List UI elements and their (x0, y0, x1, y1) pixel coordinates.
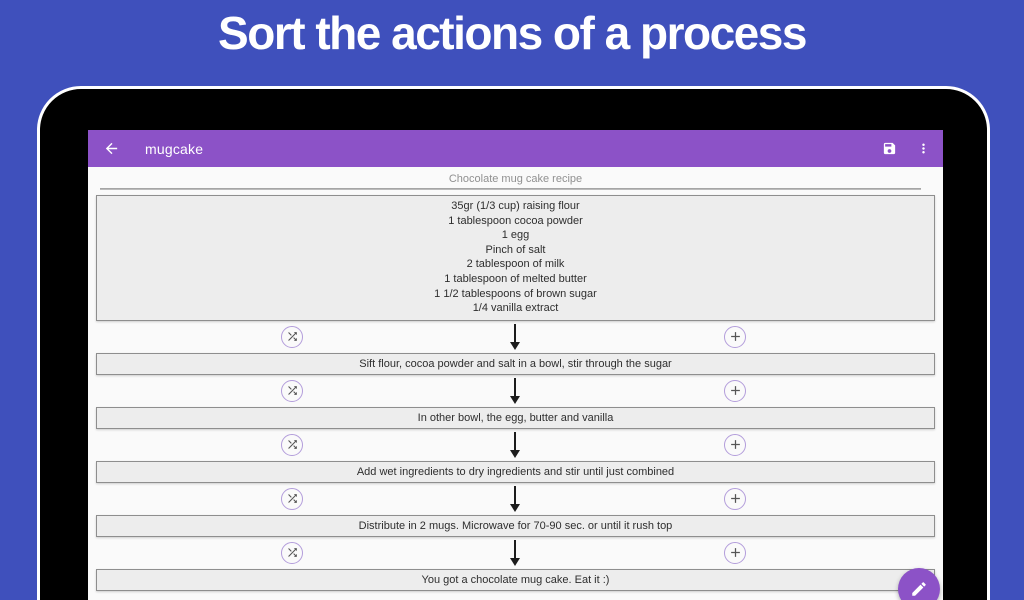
shuffle-icon (286, 438, 299, 451)
connector-row-5 (88, 537, 943, 569)
connector-row-1 (88, 321, 943, 353)
plus-icon (728, 491, 743, 506)
floppy-disk-icon (882, 141, 897, 156)
app-screen: mugcake Chocolate mug cake recipe 35gr (… (88, 130, 943, 600)
shuffle-icon (286, 384, 299, 397)
ingredients-box[interactable]: 35gr (1/3 cup) raising flour 1 tablespoo… (96, 195, 935, 321)
recipe-title: Chocolate mug cake recipe (448, 173, 583, 185)
plus-icon (728, 437, 743, 452)
connector-row-4 (88, 483, 943, 515)
step-box-2[interactable]: In other bowl, the egg, butter and vanil… (96, 406, 935, 429)
down-arrow-icon (508, 432, 522, 464)
back-button[interactable] (99, 137, 123, 161)
add-step-button-2[interactable] (724, 379, 746, 402)
app-bar-title: mugcake (145, 140, 204, 157)
add-step-button-5[interactable] (724, 541, 746, 564)
plus-icon (728, 383, 743, 398)
down-arrow-icon (508, 378, 522, 410)
pencil-icon (910, 580, 928, 598)
swap-button-5[interactable] (281, 541, 303, 564)
swap-button-2[interactable] (281, 379, 303, 402)
page-title: Sort the actions of a process (218, 7, 807, 59)
swap-button-3[interactable] (281, 433, 303, 456)
swap-button-1[interactable] (281, 325, 303, 348)
edit-fab[interactable] (898, 568, 940, 600)
down-arrow-icon (508, 324, 522, 356)
save-button[interactable] (877, 137, 901, 161)
app-bar: mugcake (88, 130, 943, 167)
tablet-frame: mugcake Chocolate mug cake recipe 35gr (… (37, 86, 990, 600)
arrow-left-icon (103, 140, 120, 157)
add-step-button-3[interactable] (724, 433, 746, 456)
plus-icon (728, 329, 743, 344)
step-box-1[interactable]: Sift flour, cocoa powder and salt in a b… (96, 352, 935, 375)
shuffle-icon (286, 546, 299, 559)
add-step-button-1[interactable] (724, 325, 746, 348)
flowchart-area: Chocolate mug cake recipe 35gr (1/3 cup)… (88, 173, 943, 600)
shuffle-icon (286, 330, 299, 343)
overflow-menu-button[interactable] (911, 137, 935, 161)
step-box-3[interactable]: Add wet ingredients to dry ingredients a… (96, 460, 935, 483)
swap-button-4[interactable] (281, 487, 303, 510)
down-arrow-icon (508, 540, 522, 572)
add-step-button-4[interactable] (724, 487, 746, 510)
connector-row-3 (88, 429, 943, 461)
connector-row-2 (88, 375, 943, 407)
step-box-5[interactable]: You got a chocolate mug cake. Eat it :) (96, 568, 935, 591)
divider (100, 188, 921, 190)
plus-icon (728, 545, 743, 560)
step-box-4[interactable]: Distribute in 2 mugs. Microwave for 70-9… (96, 514, 935, 537)
shuffle-icon (286, 492, 299, 505)
down-arrow-icon (508, 486, 522, 518)
vertical-ellipsis-icon (916, 141, 931, 156)
